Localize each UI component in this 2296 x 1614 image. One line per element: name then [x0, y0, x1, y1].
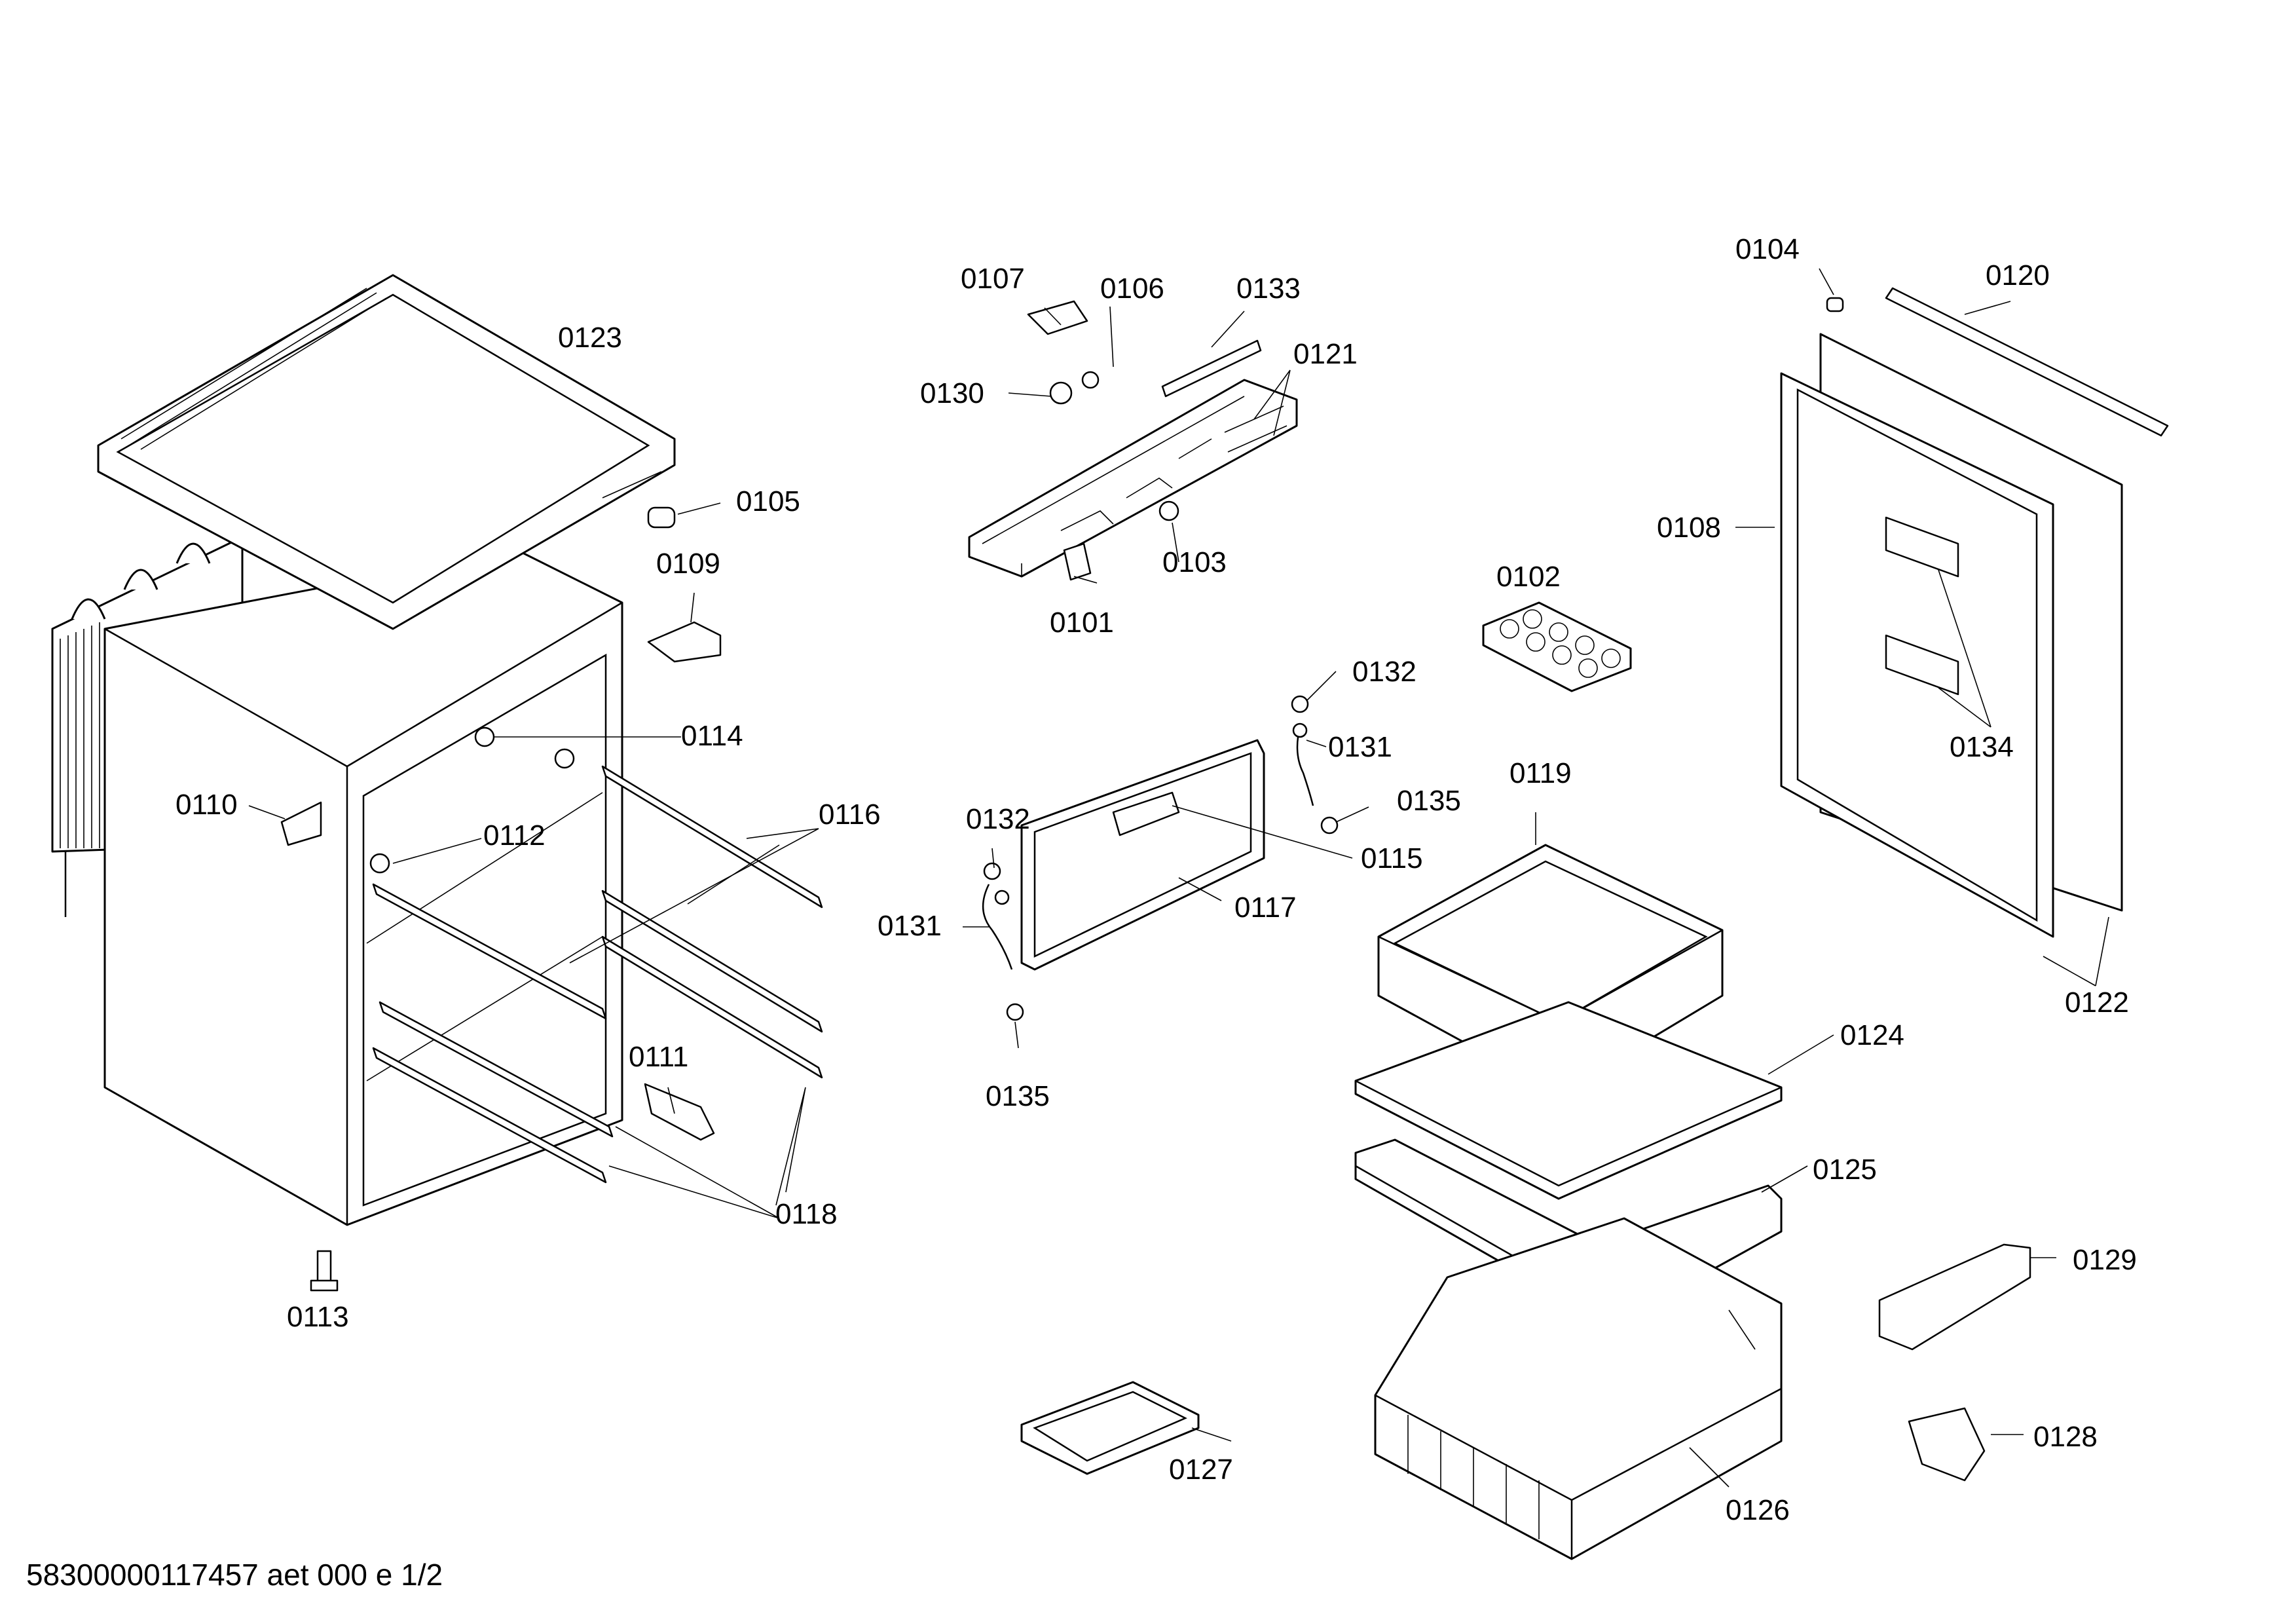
document-footer: 58300000117457 aet 000 e 1/2 — [26, 1558, 443, 1592]
label-0122: 0122 — [2065, 986, 2129, 1019]
label-0133: 0133 — [1236, 272, 1301, 305]
label-0127: 0127 — [1169, 1454, 1233, 1486]
label-0129: 0129 — [2073, 1244, 2137, 1276]
part-0104-stopper — [1826, 297, 1844, 312]
label-0118: 0118 — [775, 1198, 838, 1230]
label-0109: 0109 — [656, 548, 720, 580]
label-0128: 0128 — [2033, 1421, 2098, 1453]
label-0104: 0104 — [1735, 233, 1800, 265]
label-0123: 0123 — [558, 322, 622, 354]
label-0105: 0105 — [736, 485, 800, 517]
label-0126: 0126 — [1726, 1494, 1790, 1526]
label-0102: 0102 — [1496, 561, 1561, 593]
part-0109-bracket — [647, 621, 722, 663]
part-0110-hinge — [280, 801, 322, 846]
label-0117: 0117 — [1234, 891, 1297, 924]
label-0103: 0103 — [1162, 546, 1227, 578]
freezer-flap-assembly — [982, 695, 1339, 1021]
label-0110: 0110 — [176, 789, 238, 821]
label-0115: 0115 — [1361, 842, 1423, 874]
label-0101: 0101 — [1050, 607, 1114, 639]
part-0112-plug-b — [369, 853, 390, 874]
label-0132-left: 0132 — [966, 803, 1030, 835]
label-0106: 0106 — [1100, 272, 1164, 305]
part-0114-lamp — [474, 726, 495, 747]
label-0112: 0112 — [483, 819, 546, 852]
cabinet-body — [103, 549, 623, 1226]
label-0132-right: 0132 — [1352, 656, 1416, 688]
label-0134: 0134 — [1950, 731, 2014, 763]
part-0105-cap — [647, 506, 676, 529]
part-0113-foot — [310, 1250, 339, 1292]
part-labels: 0123 0105 0109 0114 0110 0112 0116 0111 … — [176, 233, 2137, 1526]
label-0131-right: 0131 — [1328, 731, 1392, 763]
label-0135-right: 0135 — [1397, 785, 1461, 817]
door-assembly — [1780, 287, 2169, 938]
label-0125: 0125 — [1813, 1154, 1877, 1186]
label-0121: 0121 — [1293, 338, 1358, 370]
label-0120: 0120 — [1986, 259, 2050, 291]
part-0112-plug — [554, 748, 575, 769]
door-trim-bar — [1885, 287, 2169, 437]
label-0135-left: 0135 — [986, 1080, 1050, 1112]
egg-tray — [1482, 601, 1632, 692]
label-0130: 0130 — [920, 377, 984, 409]
control-panel-assembly — [968, 300, 1298, 581]
label-0124: 0124 — [1840, 1019, 1904, 1051]
drawers-shelves — [1020, 844, 2031, 1560]
shelf-rails — [372, 765, 823, 1184]
label-0114: 0114 — [681, 720, 743, 752]
label-0119: 0119 — [1509, 757, 1572, 789]
leader-lines — [248, 268, 2109, 1488]
label-0113: 0113 — [287, 1301, 349, 1333]
label-0108: 0108 — [1657, 512, 1721, 544]
label-0111: 0111 — [629, 1041, 688, 1073]
part-0111-hinge — [644, 1083, 715, 1141]
label-0107: 0107 — [961, 263, 1025, 295]
label-0116: 0116 — [819, 798, 881, 831]
label-0131-left: 0131 — [878, 910, 942, 942]
top-cover — [97, 274, 676, 630]
cabinet-assembly — [51, 274, 823, 1292]
